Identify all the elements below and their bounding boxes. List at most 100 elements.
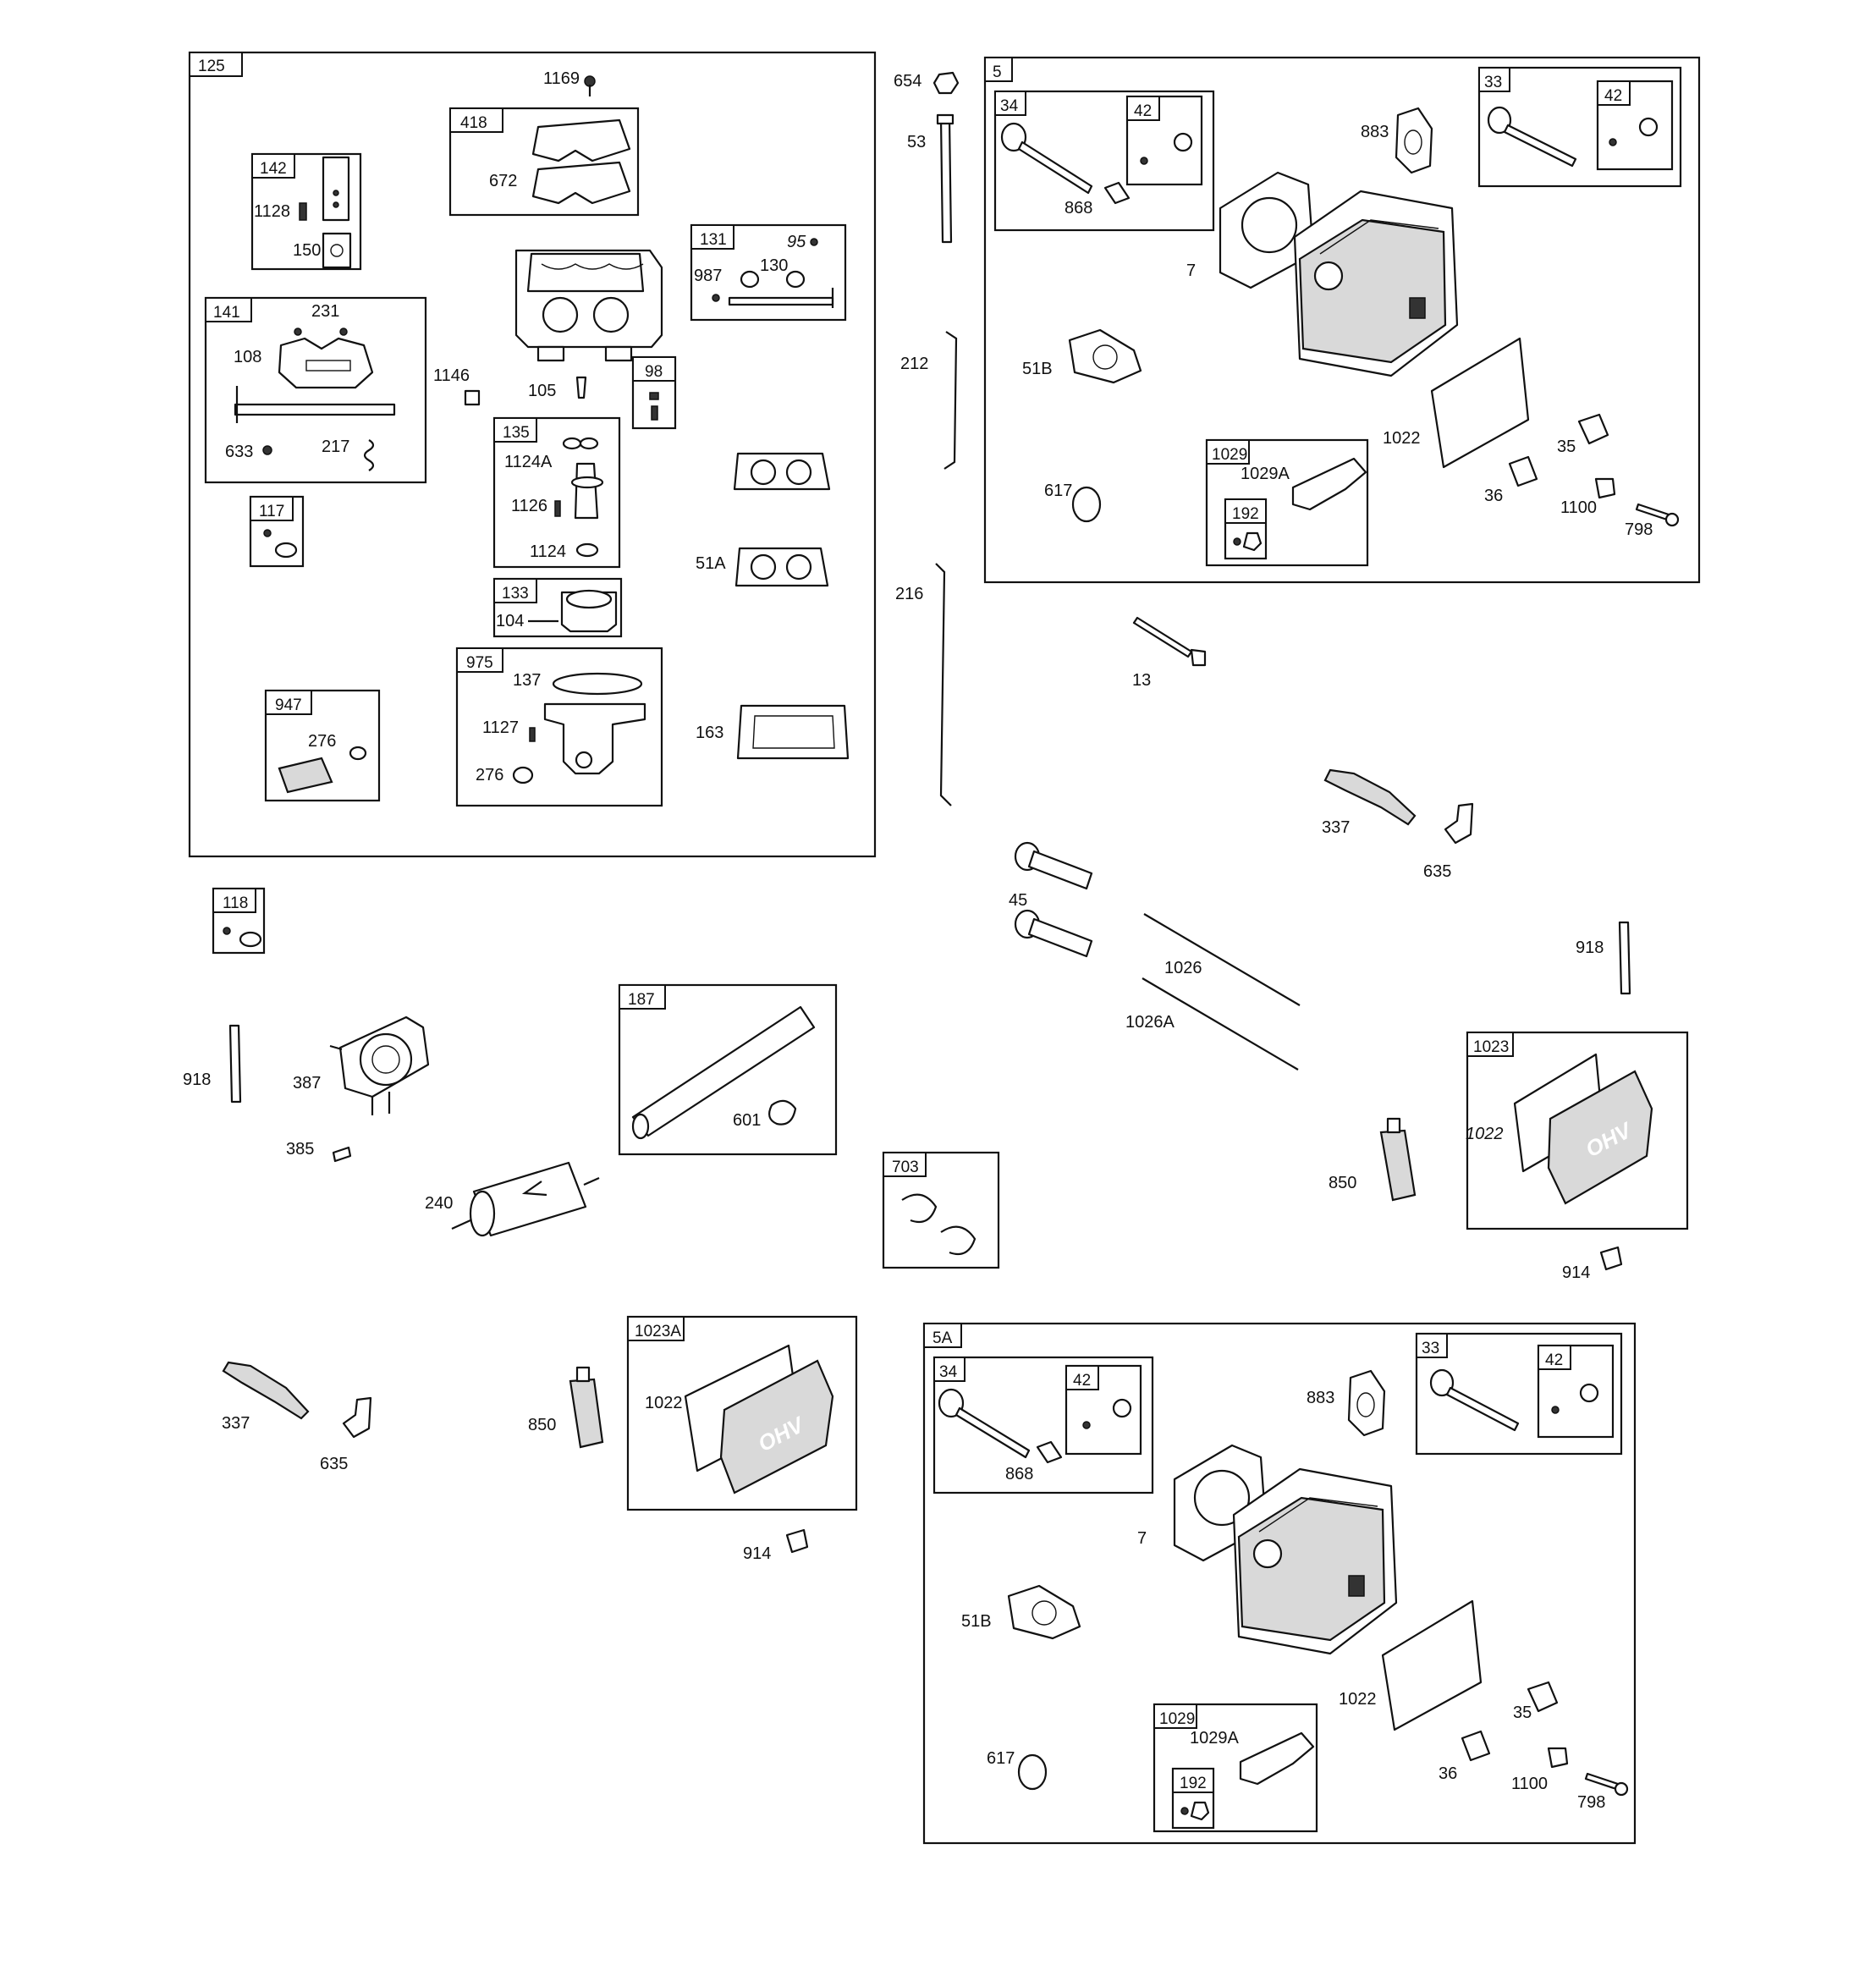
box-192A-number: 192 [1180, 1775, 1207, 1792]
kit-5A-frame [922, 1322, 1637, 1845]
label-337: 337 [1322, 818, 1350, 837]
label-240: 240 [425, 1194, 453, 1213]
solenoid-947 [278, 757, 333, 794]
box-1029 [1205, 438, 1369, 567]
box-117-number: 117 [259, 503, 284, 520]
label-850r: 850 [1329, 1174, 1356, 1192]
plate-142 [322, 156, 350, 222]
label-1029AA: 1029A [1190, 1729, 1239, 1748]
label-137: 137 [513, 671, 541, 690]
box-1023A-number: 1023A [635, 1323, 681, 1340]
boot-635 [1444, 802, 1474, 845]
clamp-703a [901, 1193, 938, 1224]
part-1100 [1594, 477, 1616, 499]
gasket-163 [736, 704, 850, 760]
label-1022A: 1022 [1339, 1690, 1377, 1709]
shaft-131 [728, 296, 834, 306]
spring-35A [1527, 1681, 1559, 1713]
box-133-number: 133 [502, 585, 529, 603]
label-868: 868 [1065, 199, 1092, 217]
kit-5A: 5A 34 868 42 33 42 883 7 [922, 1322, 1637, 1845]
part-150 [322, 232, 352, 269]
label-987: 987 [694, 267, 722, 285]
label-914: 914 [743, 1544, 771, 1563]
label-617A: 617 [987, 1749, 1015, 1768]
label-217: 217 [322, 438, 349, 456]
cylinder-head-A [1232, 1467, 1398, 1655]
box-34A-number: 34 [939, 1363, 958, 1381]
part-1100A [1547, 1747, 1569, 1769]
pushrod-1026 [1143, 913, 1301, 1006]
label-850: 850 [528, 1416, 556, 1434]
gasket-51B [1068, 328, 1142, 384]
gasket-51A [734, 547, 829, 587]
gasket-672-upper [531, 118, 631, 162]
label-1022b: 1022 [645, 1394, 683, 1412]
label-51A: 51A [696, 554, 726, 573]
box-42bA [1537, 1344, 1615, 1439]
rocker-1029A [1291, 457, 1367, 511]
link-216 [935, 563, 952, 806]
box-131-number: 131 [700, 231, 727, 249]
label-883: 883 [1361, 123, 1389, 141]
valve-cover-1023 [1547, 1070, 1653, 1205]
box-34A [932, 1356, 1154, 1494]
label-212: 212 [900, 355, 928, 373]
label-105: 105 [528, 382, 556, 400]
kit-5-frame [983, 56, 1701, 584]
label-1100: 1100 [1560, 498, 1597, 517]
bolt-798 [1635, 503, 1670, 521]
box-42 [1125, 95, 1203, 186]
label-108: 108 [234, 348, 261, 366]
spring-36A [1461, 1730, 1491, 1762]
box-33A-number: 33 [1422, 1340, 1439, 1357]
label-36: 36 [1484, 487, 1503, 505]
label-1128: 1128 [254, 202, 290, 221]
label-35A: 35 [1513, 1704, 1532, 1722]
box-975 [455, 647, 663, 807]
label-150: 150 [293, 241, 321, 260]
boot-635b [342, 1396, 372, 1439]
label-918r: 918 [1576, 938, 1604, 957]
gasket-141 [278, 337, 374, 389]
label-601: 601 [733, 1111, 761, 1130]
spark-plug-337b [222, 1361, 310, 1420]
label-918: 918 [183, 1071, 211, 1089]
box-98-number: 98 [645, 363, 663, 381]
bolt-13 [1132, 616, 1193, 658]
label-672: 672 [489, 172, 517, 190]
sealant-850 [569, 1378, 604, 1449]
box-142-number: 142 [260, 160, 287, 178]
bolt-914 [785, 1528, 809, 1554]
label-635: 635 [1423, 862, 1451, 881]
gasket-883 [1395, 107, 1433, 174]
label-276b: 276 [476, 766, 503, 784]
label-51B: 51B [1022, 360, 1053, 378]
valve-cover-1023A [719, 1359, 834, 1494]
clamp-703b [940, 1225, 977, 1256]
guide-868 [1103, 181, 1131, 205]
spring-36 [1508, 455, 1538, 487]
gasket-51BA [1007, 1584, 1081, 1640]
label-387: 387 [293, 1074, 321, 1093]
box-1023A [626, 1315, 858, 1511]
box-192-number: 192 [1232, 505, 1259, 523]
box-133 [492, 577, 623, 638]
kit-5A-number: 5A [932, 1329, 953, 1347]
middle-column: 654 53 212 216 [894, 71, 960, 806]
box-187-number: 187 [628, 991, 655, 1009]
box-1029A [1153, 1703, 1318, 1833]
left-lower: 118 918 387 385 240 187 601 [183, 887, 1000, 1563]
box-418 [448, 107, 640, 217]
sealant-850-right [1379, 1129, 1417, 1202]
spring-35 [1577, 413, 1609, 445]
box-135 [492, 416, 621, 569]
box-418-number: 418 [460, 114, 487, 132]
box-703-number: 703 [892, 1159, 919, 1176]
box-33-number: 33 [1484, 74, 1502, 91]
box-947-number: 947 [275, 696, 302, 714]
kit-125-frame [188, 51, 877, 858]
label-1169: 1169 [543, 69, 580, 88]
screw-1169 [584, 75, 596, 96]
label-7A: 7 [1137, 1529, 1147, 1548]
